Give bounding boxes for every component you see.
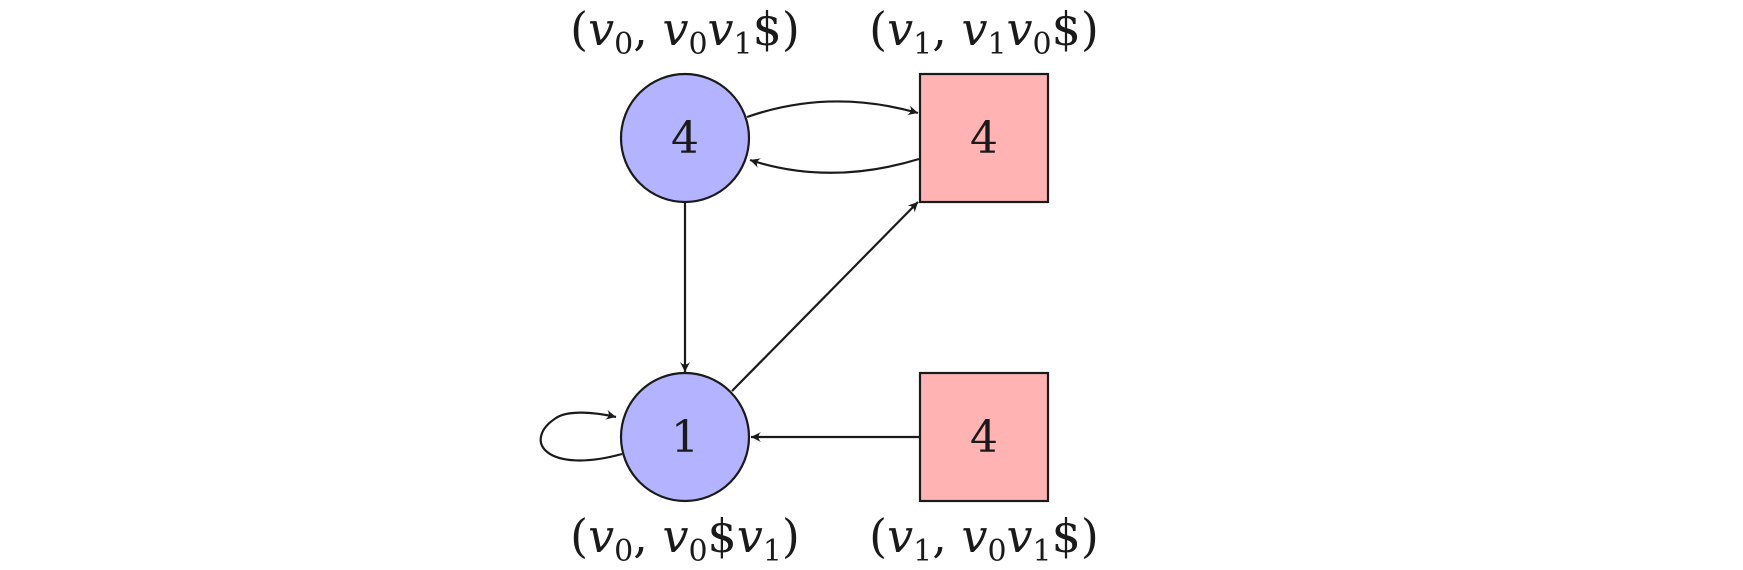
edge-bottom-left-to-top-right xyxy=(731,201,919,392)
edge-top-right-to-top-left xyxy=(749,157,920,174)
node-value: 4 xyxy=(671,113,699,164)
node-top-right[interactable]: 4 xyxy=(918,72,1050,204)
edge-top-left-to-top-right xyxy=(746,100,919,119)
node-bottom-right[interactable]: 4 xyxy=(918,371,1050,503)
node-square xyxy=(918,371,1050,503)
node-label-bottom-left: (v0, v0$v1) xyxy=(570,509,800,569)
node-bottom-left[interactable]: 1 xyxy=(619,371,751,503)
node-square xyxy=(918,72,1050,204)
node-value: 4 xyxy=(970,412,998,463)
node-value: 4 xyxy=(970,113,998,164)
node-label-top-right: (v1, v1v0$) xyxy=(869,2,1099,62)
node-circle xyxy=(619,72,751,204)
node-top-left[interactable]: 4 xyxy=(619,72,751,204)
node-label-bottom-right: (v1, v0v1$) xyxy=(869,509,1099,569)
node-label-top-left: (v0, v0v1$) xyxy=(570,2,800,62)
edge-bottom-left-self-loop xyxy=(539,409,623,462)
node-value: 1 xyxy=(671,412,699,463)
node-circle xyxy=(619,371,751,503)
